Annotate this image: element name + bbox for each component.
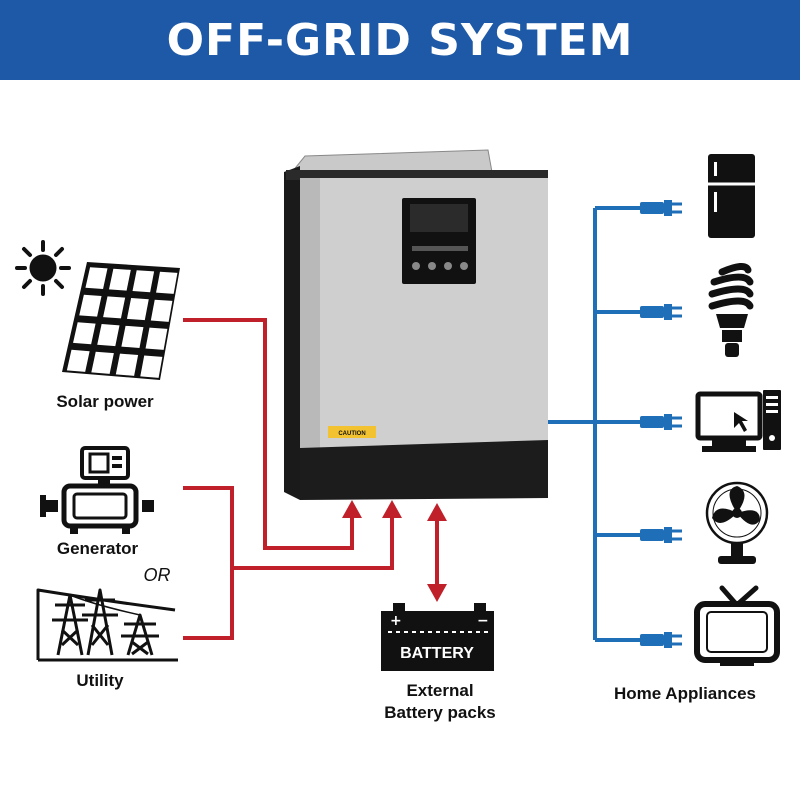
plug-icon (640, 414, 682, 430)
solar-cell (150, 299, 173, 322)
page-title: OFF-GRID SYSTEM (166, 14, 634, 66)
utility-label: Utility (76, 671, 124, 690)
home-appliances-label: Home Appliances (613, 684, 757, 703)
computer-icon (695, 390, 781, 452)
solar-line (183, 318, 354, 550)
battery-text: BATTERY (400, 645, 474, 662)
input-wiring (183, 318, 439, 640)
battery-icon: + − BATTERY (381, 603, 494, 671)
output-wiring (548, 206, 640, 642)
fan-icon (705, 481, 769, 564)
solar-cell (115, 353, 139, 376)
solar-cell (145, 327, 168, 350)
cfl-bulb-icon (708, 263, 754, 357)
arrow-heads (342, 500, 447, 602)
or-label: OR (143, 565, 171, 585)
solar-cell (103, 296, 126, 319)
solar-cell (132, 270, 155, 293)
solar-cell (79, 294, 102, 317)
generator-label: Generator (56, 539, 139, 558)
plug-icon (640, 632, 682, 648)
svg-text:−: − (477, 613, 489, 629)
svg-text:+: + (390, 613, 402, 629)
solar-cell (108, 268, 131, 291)
plug-icon (640, 527, 682, 543)
solar-cell (126, 298, 149, 321)
utility-line (183, 568, 234, 640)
plug-icon (640, 304, 682, 320)
solar-cell (85, 267, 108, 290)
solar-label: Solar power (56, 392, 154, 411)
external-battery-label: External Battery packs (350, 680, 530, 724)
inverter-unit: CAUTION (284, 149, 548, 500)
generator-icon (40, 446, 154, 534)
external-line-2: Battery packs (384, 703, 496, 722)
plug-icon (640, 200, 682, 216)
external-line-1: External (406, 681, 474, 700)
tv-icon (694, 585, 780, 666)
solar-panel-icon (62, 262, 180, 380)
utility-tower-icon (36, 588, 178, 662)
solar-cell (97, 324, 120, 347)
generator-line (183, 486, 394, 570)
solar-cell (140, 355, 163, 378)
refrigerator-icon (708, 154, 755, 238)
sun-icon (15, 240, 71, 296)
solar-cell (91, 351, 114, 374)
solar-cell (66, 349, 90, 372)
caution-label: CAUTION (338, 431, 365, 437)
plug-icons (640, 200, 682, 648)
solar-cell (121, 325, 144, 348)
solar-cell (73, 322, 96, 345)
title-banner: OFF-GRID SYSTEM (0, 0, 800, 80)
solar-cell (156, 271, 178, 294)
